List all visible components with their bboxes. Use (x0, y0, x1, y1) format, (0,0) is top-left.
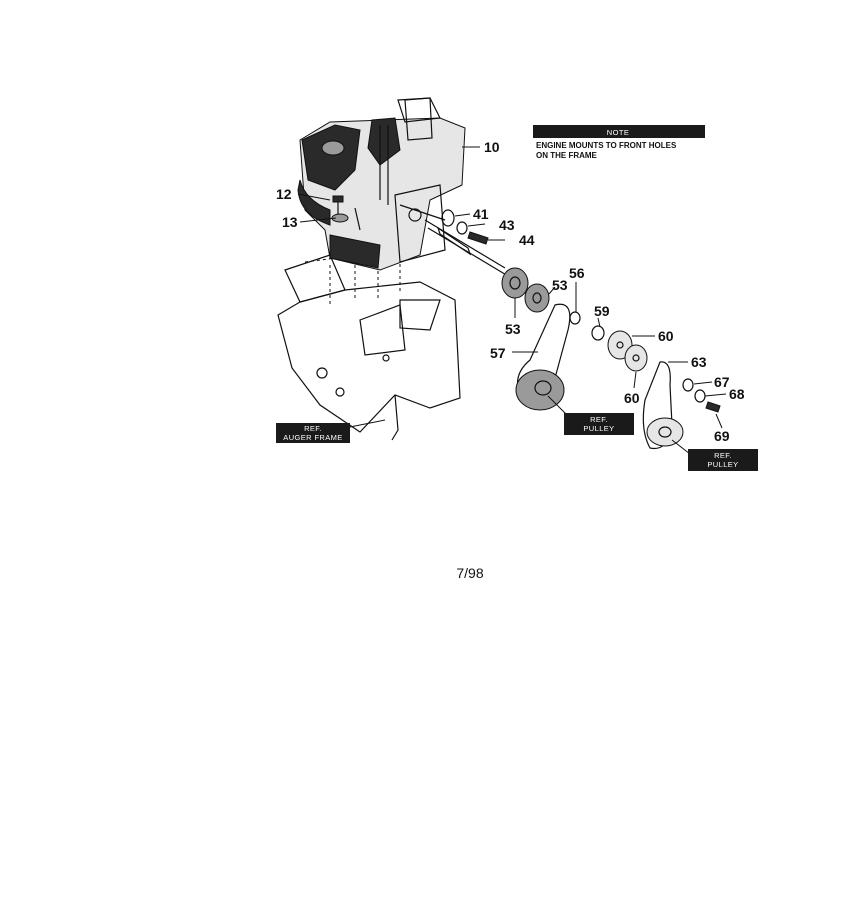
part-number-68: 68 (729, 386, 745, 402)
auger-frame (277, 249, 461, 441)
ref-tag-pulley-2-line1: REF. (714, 451, 732, 460)
part-number-12: 12 (276, 186, 292, 202)
engine-mount-bolts (331, 195, 361, 231)
leader-lines (297, 146, 727, 455)
note-header-bar (533, 125, 705, 138)
part-numbers: 10 12 13 41 43 44 53 53 56 57 59 60 60 6… (276, 139, 745, 444)
part-number-13: 13 (282, 214, 298, 230)
part-number-56: 56 (569, 265, 585, 281)
shaft-hardware (436, 209, 489, 256)
part-number-43: 43 (499, 217, 515, 233)
revision-date: 7/98 (456, 565, 484, 581)
belt-63 (642, 361, 684, 450)
ref-tag-pulley-1-line1: REF. (590, 415, 608, 424)
part-number-60-lower: 60 (624, 390, 640, 406)
part-number-67: 67 (714, 374, 730, 390)
ref-tag-auger-line2: AUGER FRAME (283, 433, 342, 442)
ref-tag-auger-line1: REF. (304, 424, 322, 433)
note-heading: NOTE (607, 128, 629, 137)
part-number-59: 59 (594, 303, 610, 319)
note-line-2: ON THE FRAME (536, 151, 598, 160)
part-number-53-upper: 53 (552, 277, 568, 293)
part-number-44: 44 (519, 232, 535, 248)
ref-tag-pulley-1-line2: PULLEY (583, 424, 614, 433)
note-line-1: ENGINE MOUNTS TO FRONT HOLES (536, 141, 677, 150)
washers (569, 311, 648, 372)
part-number-10: 10 (484, 139, 500, 155)
part-number-53-lower: 53 (505, 321, 521, 337)
ref-tag-pulley-2: REF. PULLEY (688, 449, 758, 471)
belt-57 (515, 303, 571, 411)
ref-tag-pulley-1: REF. PULLEY (564, 413, 634, 435)
pulley-hardware (682, 378, 721, 413)
note-box: NOTE ENGINE MOUNTS TO FRONT HOLES ON THE… (533, 125, 705, 160)
part-number-60-upper: 60 (658, 328, 674, 344)
ref-tag-auger-frame: REF. AUGER FRAME (276, 423, 350, 443)
part-number-69: 69 (714, 428, 730, 444)
pulleys-53 (501, 267, 550, 313)
engine (297, 97, 509, 277)
part-number-63: 63 (691, 354, 707, 370)
part-number-41: 41 (473, 206, 489, 222)
part-number-57: 57 (490, 345, 506, 361)
ref-tag-pulley-2-line2: PULLEY (707, 460, 738, 469)
